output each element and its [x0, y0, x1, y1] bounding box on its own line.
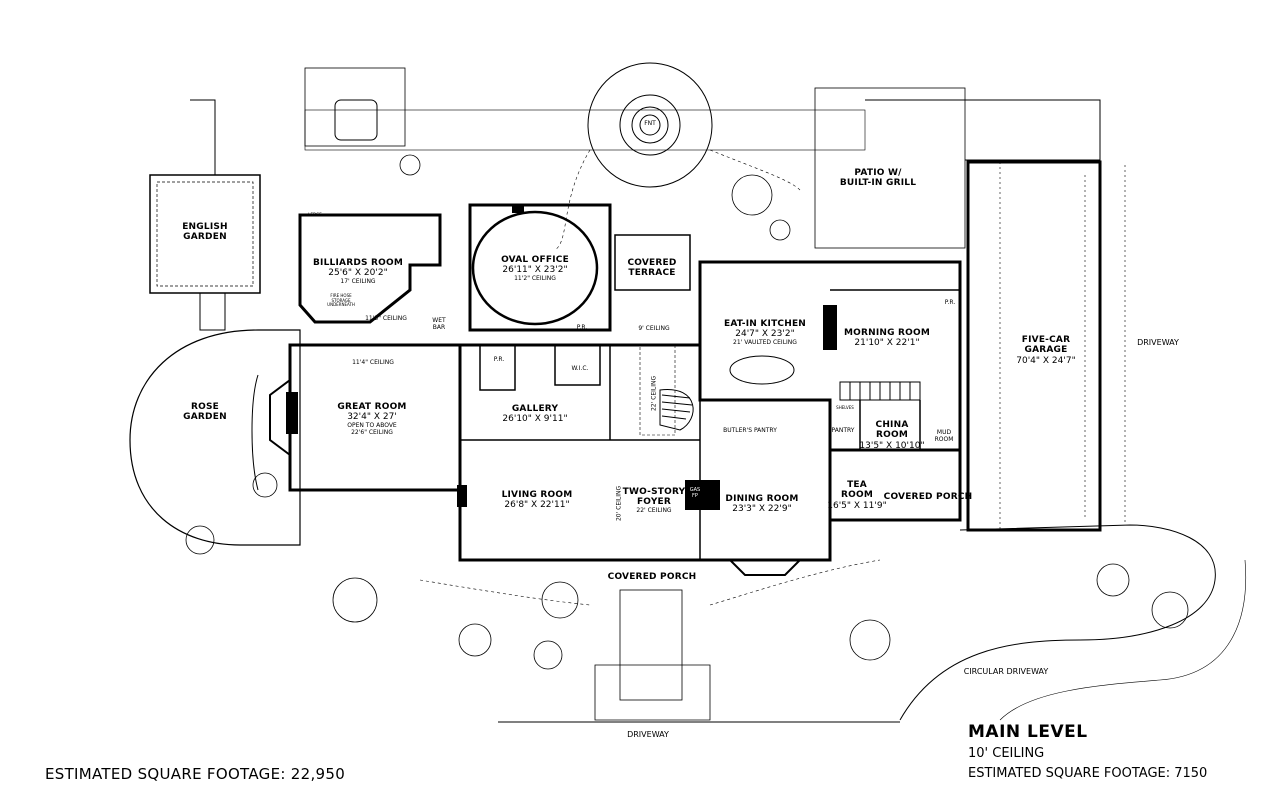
garage-label: FIVE-CAR GARAGE 70'4" X 24'7"	[1016, 335, 1075, 366]
circular-driveway-label: CIRCULAR DRIVEWAY	[963, 667, 1049, 676]
great-room-ceiling: OPEN TO ABOVE 22'6" CEILING	[347, 421, 397, 436]
paving-left	[304, 67, 406, 147]
gallery-name: GALLERY	[511, 404, 559, 414]
patio-paving	[814, 87, 966, 249]
garden-path	[190, 99, 226, 331]
garage-name: FIVE-CAR GARAGE	[1021, 335, 1071, 356]
covered-terrace-label: COVERED TERRACE	[627, 258, 677, 279]
garage-dims: 70'4" X 24'7"	[1016, 355, 1076, 366]
fountain	[631, 106, 669, 144]
powder-room-label-1: P.R.	[493, 356, 505, 363]
oval-office-walls	[468, 203, 612, 332]
hedges	[419, 149, 881, 606]
fireplace-great-room	[286, 392, 298, 434]
butlers-pantry-label: BUTLER'S PANTRY	[723, 427, 777, 434]
eat-in-kitchen-label: EAT-IN KITCHEN 24'7" X 23'2" 21' VAULTED…	[724, 319, 806, 347]
front-walk	[619, 589, 683, 701]
oval-office-label: OVAL OFFICE 26'11" X 23'2" 11'2" CEILING	[501, 255, 569, 283]
oval-office-dims: 26'11" X 23'2"	[502, 265, 568, 276]
tea-room-dims: 16'5" X 11'9"	[827, 500, 887, 511]
driveway-bottom-label: DRIVEWAY	[627, 730, 669, 739]
china-room-name: CHINA ROOM	[875, 420, 909, 441]
fireplace-living-dining	[685, 480, 720, 510]
pantry-label: PANTRY	[831, 427, 855, 434]
billiards-room-ceiling: 17' CEILING	[340, 277, 376, 285]
oval-office-ceiling: 11'2" CEILING	[514, 274, 556, 282]
billiards-room-label: BILLIARDS ROOM 25'6" X 20'2" 17' CEILING	[313, 258, 403, 286]
dining-room-dims: 23'3" X 22'9"	[732, 504, 792, 515]
level-ceiling: 10' CEILING	[968, 746, 1045, 761]
tea-room-name: TEA ROOM	[840, 480, 873, 501]
landscape-trees	[185, 154, 1189, 670]
english-garden-label: ENGLISH GARDEN	[182, 222, 228, 243]
morning-room-dims: 21'10" X 22'1"	[854, 338, 920, 349]
china-room-dims: 13'5" X 10'10"	[859, 440, 925, 451]
china-room-label: CHINA ROOM 13'5" X 10'10"	[859, 420, 924, 451]
garage-walls	[966, 160, 1102, 532]
gallery-label: GALLERY 26'10" X 9'11"	[502, 404, 567, 425]
mud-room-label: MUD ROOM	[934, 429, 954, 443]
living-room-dims: 26'8" X 22'11"	[504, 500, 570, 511]
eat-in-kitchen-dims: 24'7" X 23'2"	[735, 329, 795, 340]
dining-room-label: DINING ROOM 23'3" X 22'9"	[725, 494, 798, 515]
dining-room-name: DINING ROOM	[725, 494, 799, 504]
patio-label: PATIO W/ BUILT-IN GRILL	[839, 168, 917, 189]
powder-room-label-2: P.R.	[576, 324, 588, 331]
gallery-dims: 26'10" X 9'11"	[502, 414, 568, 425]
driveway-right-label: DRIVEWAY	[1137, 338, 1179, 347]
oval-office-ellipse	[471, 210, 599, 326]
fountain-plaza	[587, 62, 713, 188]
oval-office-name: OVAL OFFICE	[501, 255, 569, 265]
morning-room-label: MORNING ROOM 21'10" X 22'1"	[844, 328, 930, 349]
wet-bar-label: WET BAR	[432, 317, 446, 331]
powder-room-label-3: P.R.	[944, 299, 956, 306]
great-room-name: GREAT ROOM	[337, 402, 407, 412]
ceiling-note-20: 20' CEILING	[615, 485, 623, 522]
eat-in-kitchen-ceiling: 21' VAULTED CEILING	[733, 338, 797, 346]
ceiling-note-11-4: 11'4" CEILING	[352, 359, 394, 366]
rose-garden-label: ROSE GARDEN	[183, 402, 227, 423]
level-title: MAIN LEVEL	[968, 722, 1088, 742]
covered-porch-front-label: COVERED PORCH	[607, 572, 697, 582]
grand-staircase	[659, 389, 694, 431]
morning-room-name: MORNING ROOM	[843, 328, 931, 338]
ceiling-note-9: 9' CEILING	[638, 325, 670, 332]
fire-hose-note: FIRE HOSE STORAGE UNDERNEATH	[327, 293, 355, 308]
bay-window-great-room	[269, 379, 291, 456]
ledge-note: LEDGE	[308, 212, 322, 217]
kitchen-island	[729, 355, 795, 385]
fireplace-kitchen	[823, 305, 837, 350]
level-square-footage: ESTIMATED SQUARE FOOTAGE: 7150	[968, 766, 1208, 781]
great-room-label: GREAT ROOM 32'4" X 27' OPEN TO ABOVE 22'…	[337, 402, 406, 436]
great-room-dims: 32'4" X 27'	[347, 412, 397, 423]
billiards-room-dims: 25'6" X 20'2"	[328, 268, 388, 279]
total-square-footage: ESTIMATED SQUARE FOOTAGE: 22,950	[45, 765, 346, 783]
foyer-ceiling: 22' CEILING	[636, 506, 672, 514]
covered-porch-side-label: COVERED PORCH	[883, 492, 973, 502]
gas-fp-note: GAS FP	[689, 487, 701, 499]
tea-room-walls	[828, 448, 962, 522]
circular-driveway	[899, 524, 1216, 721]
fireplace-oval	[512, 205, 524, 213]
living-room-name: LIVING ROOM	[501, 490, 573, 500]
english-garden-outline	[149, 174, 261, 294]
wic-label: W.I.C.	[571, 365, 589, 372]
fireplace-living	[457, 485, 467, 507]
bay-window-dining	[729, 559, 801, 576]
ceiling-note-22: 22' CEILING	[650, 375, 658, 412]
fountain-label: FNT	[644, 120, 656, 127]
tea-room-label: TEA ROOM 16'5" X 11'9"	[827, 480, 886, 511]
living-room-label: LIVING ROOM 26'8" X 22'11"	[502, 490, 573, 511]
shelves-note: SHELVES	[836, 405, 854, 410]
ceiling-note-11-3: 11'3" CEILING	[365, 315, 407, 322]
billiards-walls	[298, 213, 442, 324]
eat-in-kitchen-name: EAT-IN KITCHEN	[723, 319, 807, 329]
rose-garden-outline	[129, 329, 301, 546]
billiards-room-name: BILLIARDS ROOM	[313, 258, 403, 268]
foyer-name: TWO-STORY FOYER	[622, 487, 686, 508]
foyer-label: TWO-STORY FOYER 22' CEILING	[623, 487, 686, 515]
